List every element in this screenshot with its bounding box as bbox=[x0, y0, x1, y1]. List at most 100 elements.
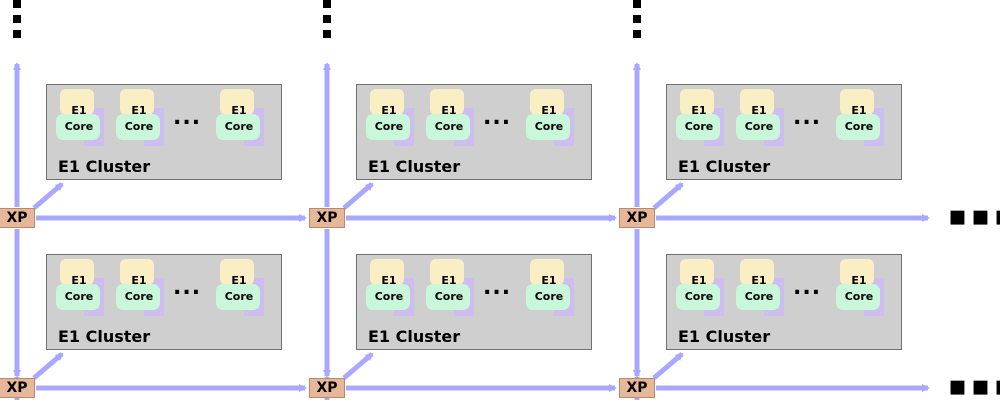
core-bottom-block bbox=[676, 284, 720, 310]
core-label-line1: E1 bbox=[441, 104, 457, 117]
core-label-line1: E1 bbox=[231, 104, 247, 117]
cluster-label: E1 Cluster bbox=[678, 327, 771, 346]
continuation-dot bbox=[633, 30, 641, 38]
core-label-line2: Core bbox=[684, 120, 714, 133]
core-label-line1: E1 bbox=[751, 104, 767, 117]
core-label-line2: Core bbox=[224, 120, 254, 133]
core-label-line1: E1 bbox=[851, 104, 867, 117]
more-cores-ellipsis: ... bbox=[173, 275, 202, 300]
core-top-block bbox=[370, 89, 404, 115]
core-label-line2: Core bbox=[844, 120, 874, 133]
core-label-line1: E1 bbox=[131, 104, 147, 117]
core-label-line1: E1 bbox=[751, 274, 767, 287]
core-top-block bbox=[220, 259, 254, 285]
crosspoint-node: XP bbox=[619, 378, 655, 398]
core-label-line1: E1 bbox=[441, 274, 457, 287]
core-bottom-block bbox=[736, 114, 780, 140]
core-label-line1: E1 bbox=[691, 104, 707, 117]
cluster-link-row0-col2 bbox=[652, 182, 684, 210]
core-label-line2: Core bbox=[64, 290, 94, 303]
core-bottom-block bbox=[116, 114, 160, 140]
core-top-block bbox=[430, 259, 464, 285]
core-top-block bbox=[530, 89, 564, 115]
continuation-dot bbox=[13, 15, 21, 23]
cluster-label: E1 Cluster bbox=[368, 327, 461, 346]
vertical-continuation-dots bbox=[633, 0, 641, 45]
continuation-dot bbox=[323, 15, 331, 23]
core-top-block bbox=[840, 259, 874, 285]
core-label-line2: Core bbox=[684, 290, 714, 303]
cluster-link-row1-col0 bbox=[32, 352, 64, 380]
core-label-line2: Core bbox=[124, 120, 154, 133]
core-label-line1: E1 bbox=[851, 274, 867, 287]
crosspoint-node: XP bbox=[0, 208, 35, 228]
core-top-block bbox=[680, 89, 714, 115]
cluster-label: E1 Cluster bbox=[368, 157, 461, 176]
continuation-dot bbox=[13, 30, 21, 38]
core-label-line2: Core bbox=[434, 120, 464, 133]
core-label-line1: E1 bbox=[541, 104, 557, 117]
core-label-line2: Core bbox=[224, 290, 254, 303]
core-bottom-block bbox=[216, 284, 260, 310]
core-label-line2: Core bbox=[374, 290, 404, 303]
core-bottom-block bbox=[736, 284, 780, 310]
core-label-line2: Core bbox=[124, 290, 154, 303]
core-top-block bbox=[60, 259, 94, 285]
cluster-label: E1 Cluster bbox=[678, 157, 771, 176]
core-top-block bbox=[740, 259, 774, 285]
core-bottom-block bbox=[526, 114, 570, 140]
core-label-line2: Core bbox=[434, 290, 464, 303]
cluster-link-row0-col1 bbox=[342, 182, 374, 210]
core-label-line1: E1 bbox=[381, 104, 397, 117]
cluster-link-row1-col2 bbox=[652, 352, 684, 380]
core-top-block bbox=[60, 89, 94, 115]
core-bottom-block bbox=[56, 284, 100, 310]
more-cores-ellipsis: ... bbox=[173, 105, 202, 130]
more-cores-ellipsis: ... bbox=[793, 105, 822, 130]
core-top-block bbox=[680, 259, 714, 285]
continuation-dot bbox=[633, 15, 641, 23]
core-label-line1: E1 bbox=[131, 274, 147, 287]
core-label-line1: E1 bbox=[231, 274, 247, 287]
core-bottom-block bbox=[216, 114, 260, 140]
core-label-line1: E1 bbox=[691, 274, 707, 287]
cluster-label: E1 Cluster bbox=[58, 327, 151, 346]
core-label-line2: Core bbox=[844, 290, 874, 303]
crosspoint-node: XP bbox=[309, 208, 345, 228]
continuation-dot bbox=[633, 0, 641, 8]
core-top-block bbox=[740, 89, 774, 115]
core-bottom-block bbox=[116, 284, 160, 310]
core-bottom-block bbox=[836, 114, 880, 140]
core-top-block bbox=[530, 259, 564, 285]
core-top-block bbox=[430, 89, 464, 115]
core-bottom-block bbox=[676, 114, 720, 140]
core-bottom-block bbox=[426, 284, 470, 310]
core-bottom-block bbox=[56, 114, 100, 140]
crosspoint-node: XP bbox=[619, 208, 655, 228]
more-cores-ellipsis: ... bbox=[483, 105, 512, 130]
continuation-dot bbox=[13, 0, 21, 8]
core-label-line1: E1 bbox=[71, 274, 87, 287]
horizontal-continuation-dots: ▪▪▪ bbox=[948, 199, 1000, 232]
vertical-continuation-dots bbox=[13, 0, 21, 45]
continuation-dot bbox=[323, 30, 331, 38]
